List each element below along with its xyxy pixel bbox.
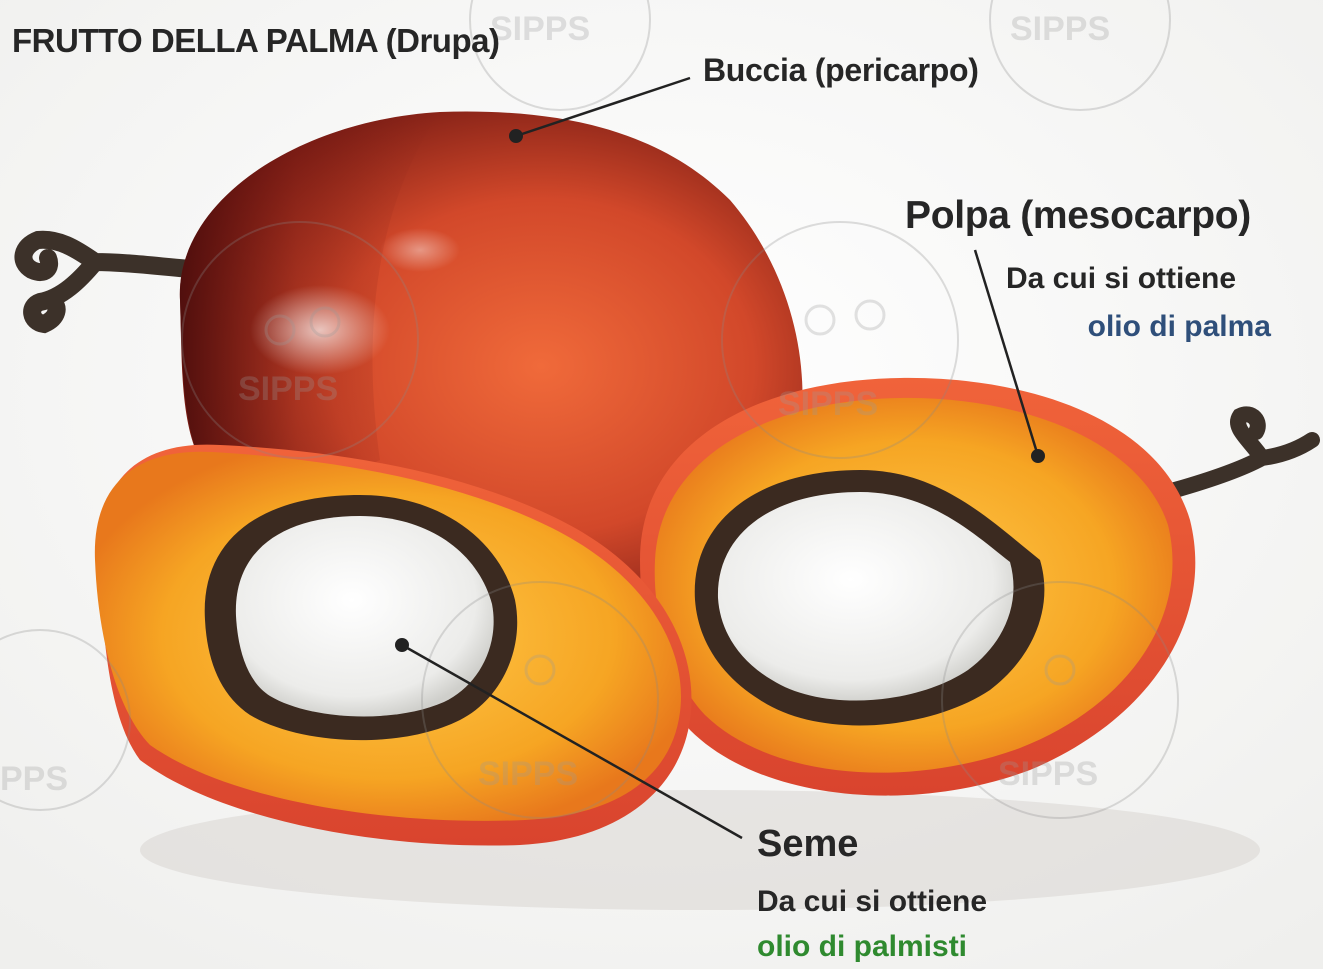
polpa-label: Polpa (mesocarpo)	[905, 194, 1251, 238]
palm-oil-label: olio di palma	[1088, 310, 1271, 344]
svg-text:SIPPS: SIPPS	[490, 10, 590, 48]
buccia-label: Buccia (pericarpo)	[703, 52, 979, 89]
fruit-highlight	[250, 285, 390, 375]
svg-text:SIPPS: SIPPS	[778, 385, 878, 423]
svg-text:SIPPS: SIPPS	[1010, 10, 1110, 48]
seme-pointer-dot	[395, 638, 409, 652]
kernel-oil-label: olio di palmisti	[757, 930, 967, 964]
buccia-pointer-dot	[509, 129, 523, 143]
diagram-title: FRUTTO DELLA PALMA (Drupa)	[12, 22, 499, 60]
seme-label: Seme	[757, 823, 858, 866]
polpa-description: Da cui si ottiene	[1006, 262, 1236, 296]
svg-text:SIPPS: SIPPS	[478, 755, 578, 793]
svg-text:SIPPS: SIPPS	[998, 755, 1098, 793]
svg-text:SIPPS: SIPPS	[238, 370, 338, 408]
polpa-pointer-dot	[1031, 449, 1045, 463]
svg-text:PPS: PPS	[0, 760, 68, 798]
seme-description: Da cui si ottiene	[757, 885, 987, 919]
